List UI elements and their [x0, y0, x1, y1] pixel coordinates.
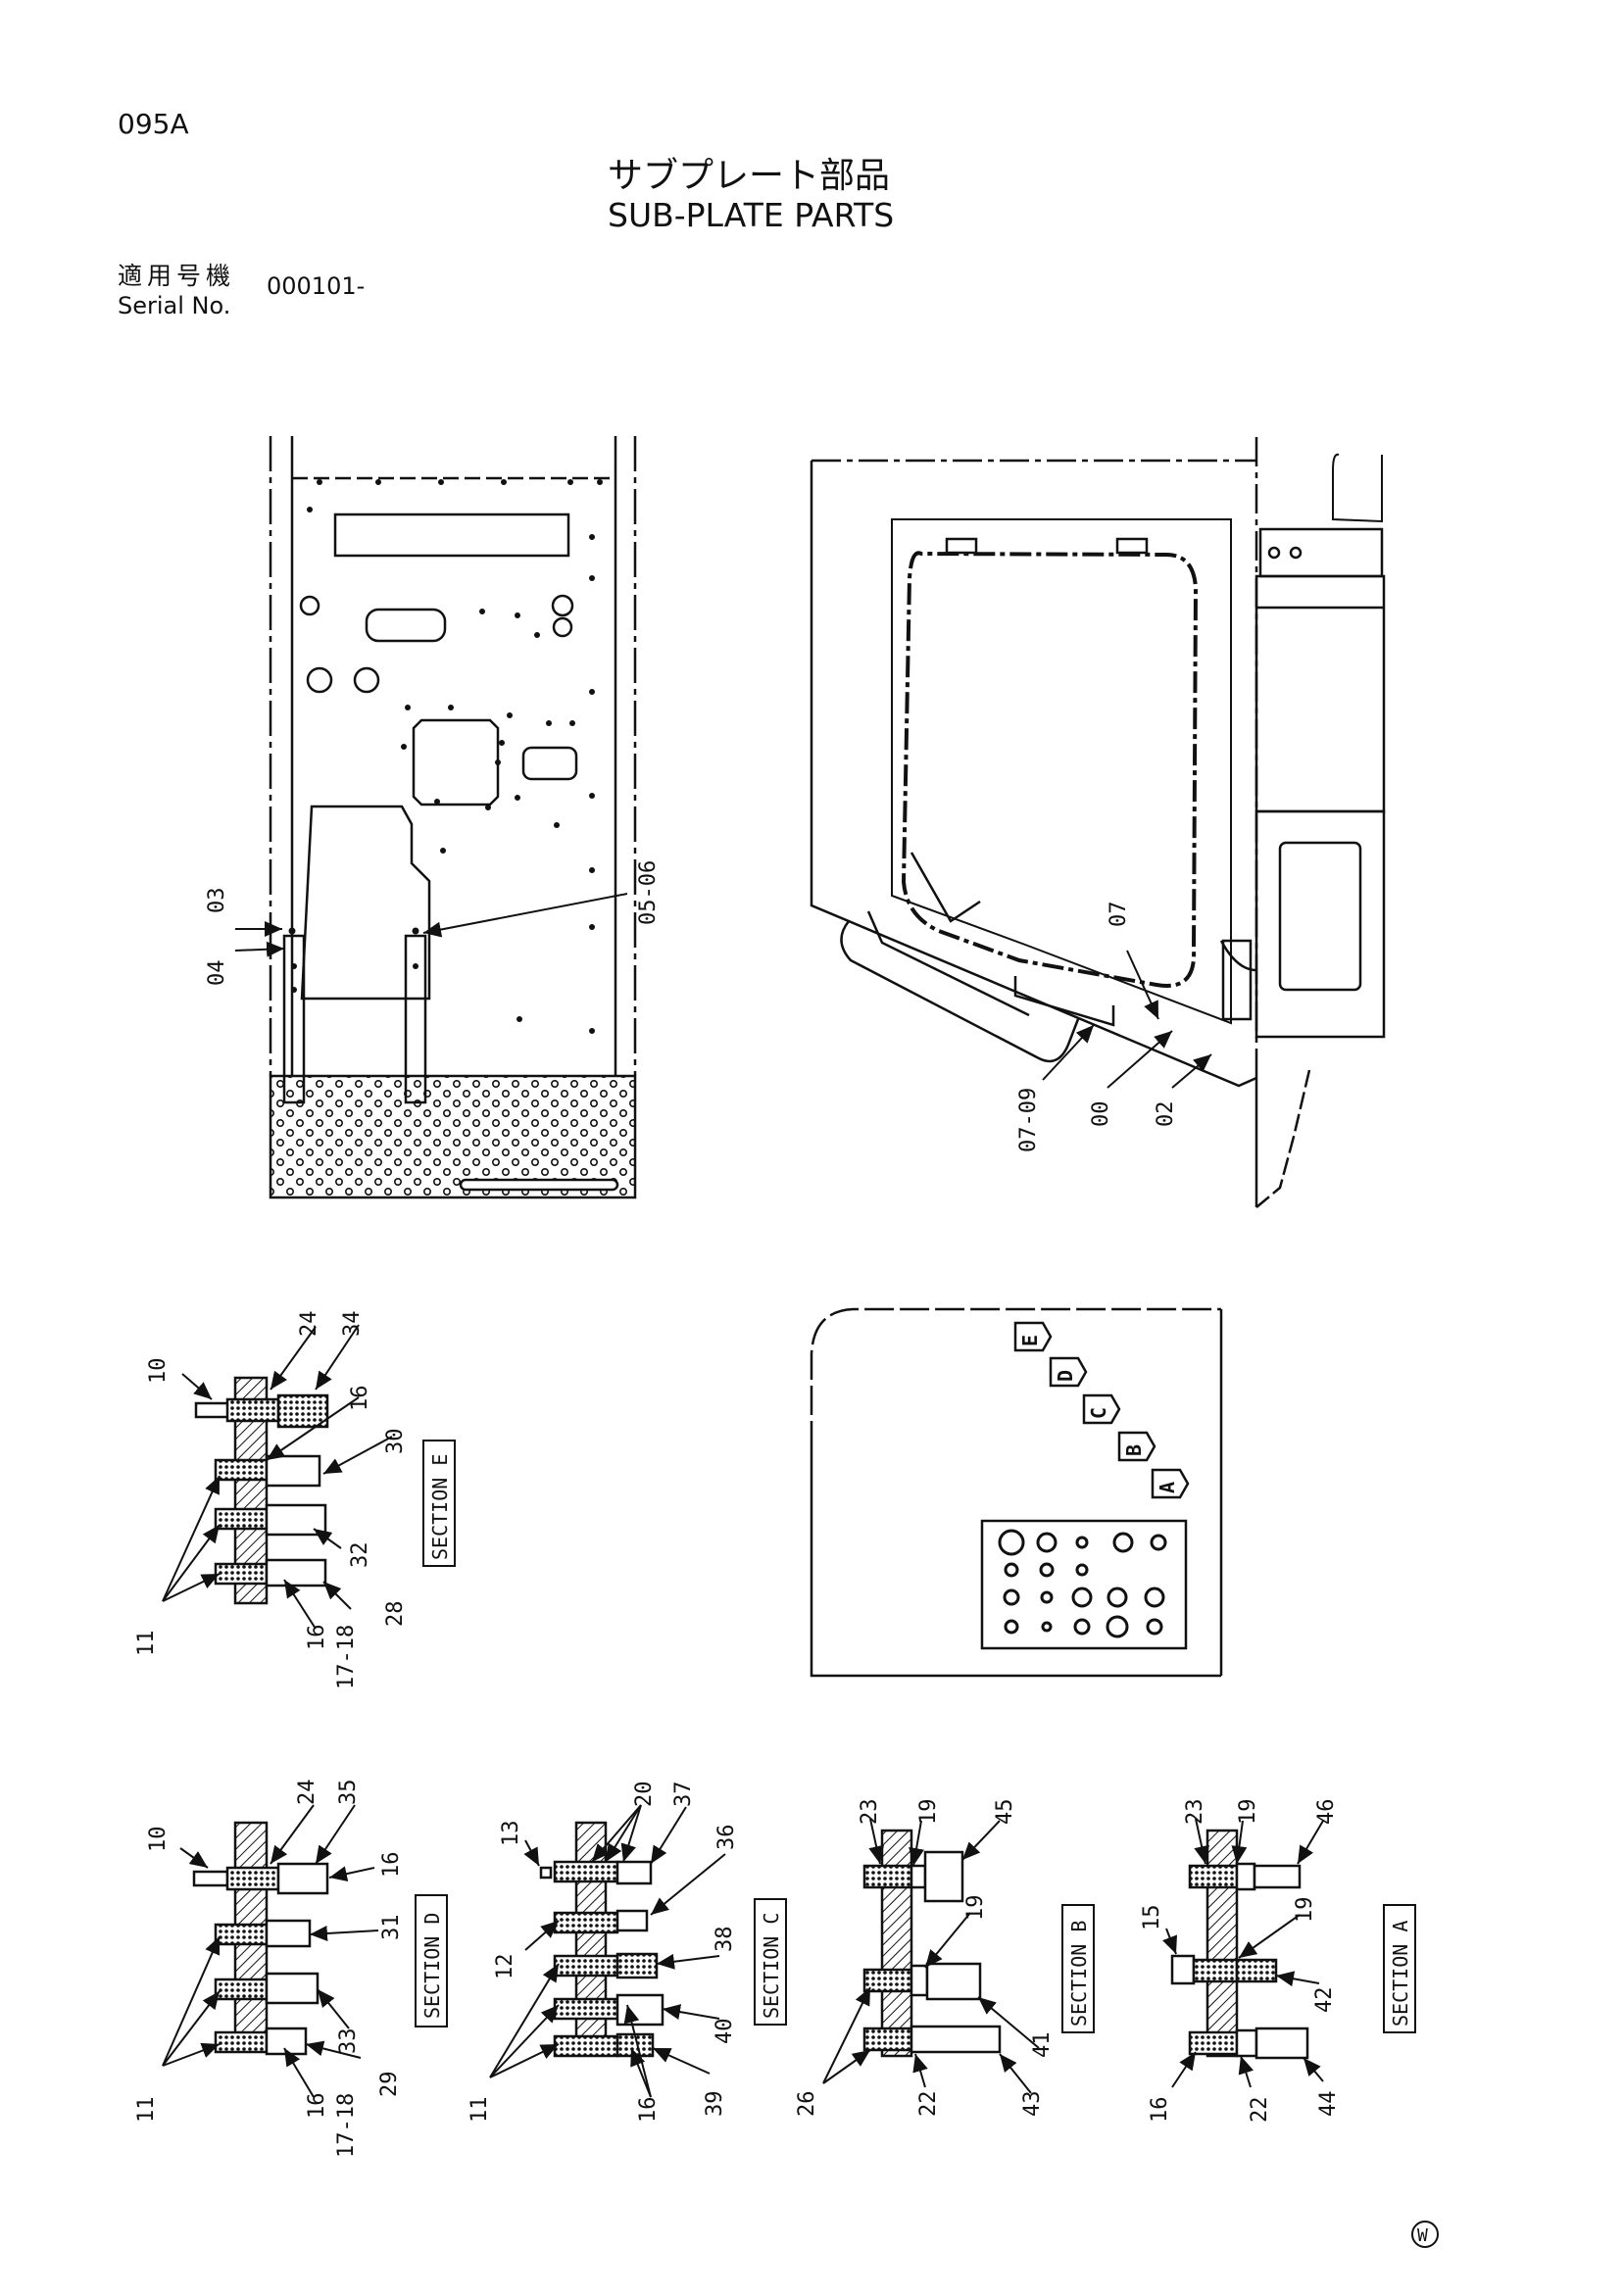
section-e-callout-17-18: 17-18 [334, 1625, 359, 1689]
section-marker-b: B [1122, 1444, 1146, 1456]
section-e-callout-28: 28 [383, 1601, 408, 1628]
section-d-callout-33: 33 [336, 2028, 361, 2055]
section-d-callout-11: 11 [134, 2097, 159, 2124]
section-a-callout-22: 22 [1248, 2097, 1272, 2124]
callout-02: 02 [1154, 1101, 1178, 1128]
top-right-leaders [1042, 950, 1212, 1089]
section-e-drawing [194, 1376, 329, 1605]
section-e-leaders [162, 1324, 393, 1630]
section-e-callout-11: 11 [134, 1631, 159, 1657]
section-b-callout-19-top: 19 [916, 1799, 941, 1826]
callout-00: 00 [1089, 1101, 1113, 1128]
section-c-callout-16: 16 [636, 2097, 661, 2124]
footer-mark: W [1417, 2225, 1428, 2246]
section-key-holes [998, 1529, 1167, 1638]
section-marker-a: A [1156, 1482, 1179, 1493]
section-b-leaders [822, 1818, 1040, 2094]
section-c-label-box [754, 1898, 787, 2026]
section-c-callout-37: 37 [671, 1782, 696, 1808]
section-d-leaders [162, 1804, 379, 2098]
section-e-callout-24: 24 [297, 1311, 321, 1338]
section-marker-c: C [1087, 1407, 1110, 1419]
section-b-callout-45: 45 [993, 1799, 1017, 1826]
callout-03: 03 [205, 888, 229, 914]
cab-side-view [810, 437, 1386, 1208]
section-marker-e: E [1018, 1335, 1042, 1346]
page-code: 095A [118, 108, 189, 140]
section-e-callout-34: 34 [340, 1311, 365, 1338]
section-b-callout-19-mid: 19 [963, 1895, 988, 1922]
section-d-callout-17-18: 17-18 [334, 2093, 359, 2158]
section-d-callout-31: 31 [379, 1915, 404, 1941]
top-left-leaders [234, 893, 628, 957]
section-d-callout-16-top: 16 [379, 1852, 404, 1879]
section-d-callout-10: 10 [146, 1827, 171, 1853]
section-b-callout-22: 22 [916, 2091, 941, 2118]
section-a-callout-42: 42 [1312, 1987, 1337, 2014]
section-e-callout-32: 32 [348, 1542, 372, 1569]
section-d-drawing [192, 1821, 329, 2056]
section-b-callout-23: 23 [858, 1799, 882, 1826]
section-d-callout-35: 35 [336, 1780, 361, 1806]
section-a-callout-15: 15 [1140, 1905, 1164, 1931]
section-a-leaders [1162, 1818, 1324, 2088]
callout-04: 04 [205, 960, 229, 987]
section-b-label: SECTION B [1067, 1921, 1091, 2027]
section-d-label: SECTION D [420, 1913, 444, 2019]
section-a-callout-16: 16 [1148, 2097, 1172, 2124]
section-c-callout-38: 38 [713, 1927, 737, 1953]
checker-floor-plate [269, 1074, 637, 1199]
section-e-callout-30: 30 [383, 1429, 408, 1455]
section-c-callout-13: 13 [499, 1821, 523, 1847]
serial-label: Serial No. [118, 292, 231, 319]
section-c-leaders [489, 1804, 726, 2098]
section-b-callout-43: 43 [1020, 2091, 1045, 2118]
section-a-label: SECTION A [1389, 1921, 1412, 2027]
section-a-callout-44: 44 [1316, 2091, 1341, 2118]
section-d-callout-24: 24 [295, 1780, 320, 1806]
section-markers [1013, 1321, 1190, 1499]
subplate-bolt-holes [288, 479, 603, 1034]
section-b-drawing [862, 1829, 1002, 2058]
section-c-drawing [539, 1821, 664, 2058]
section-e-label: SECTION E [428, 1454, 452, 1560]
section-c-callout-20: 20 [632, 1782, 657, 1808]
subplate-front-view [269, 436, 637, 1104]
section-b-label-box [1061, 1904, 1095, 2033]
page-title: SUB-PLATE PARTS [608, 196, 895, 234]
section-c-callout-36: 36 [714, 1825, 739, 1851]
callout-07-09: 07-09 [1016, 1088, 1041, 1152]
section-c-callout-12: 12 [493, 1954, 517, 1980]
section-a-callout-46: 46 [1314, 1799, 1339, 1826]
section-d-callout-29: 29 [377, 2072, 402, 2098]
section-b-callout-41: 41 [1030, 2032, 1055, 2059]
section-e-callout-10: 10 [146, 1358, 171, 1385]
section-e-label-box [422, 1440, 456, 1567]
section-c-callout-39: 39 [703, 2091, 727, 2118]
section-b-callout-26: 26 [795, 2091, 819, 2118]
section-a-callout-19-top: 19 [1236, 1799, 1260, 1826]
section-e-callout-16-bottom: 16 [305, 1625, 329, 1651]
serial-label-japanese: 適用号機 [118, 262, 236, 290]
section-a-callout-19-mid: 19 [1293, 1897, 1317, 1924]
section-c-label: SECTION C [760, 1913, 783, 2019]
callout-07: 07 [1107, 902, 1131, 928]
section-marker-d: D [1054, 1370, 1077, 1382]
section-a-callout-23: 23 [1183, 1799, 1207, 1826]
serial-value: 000101- [267, 272, 366, 300]
section-a-drawing [1170, 1829, 1309, 2060]
footer-mark-circle [1411, 2221, 1439, 2248]
section-d-label-box [415, 1894, 448, 2027]
page-title-japanese: サブプレート部品 [608, 156, 891, 196]
section-c-callout-11: 11 [467, 2097, 492, 2124]
section-key-view [810, 1307, 1223, 1678]
callout-05-06: 05-06 [636, 860, 661, 925]
section-e-callout-16-top: 16 [348, 1386, 372, 1412]
section-a-label-box [1383, 1904, 1416, 2033]
section-c-callout-40: 40 [713, 2019, 737, 2045]
section-d-callout-16-bottom: 16 [305, 2093, 329, 2120]
